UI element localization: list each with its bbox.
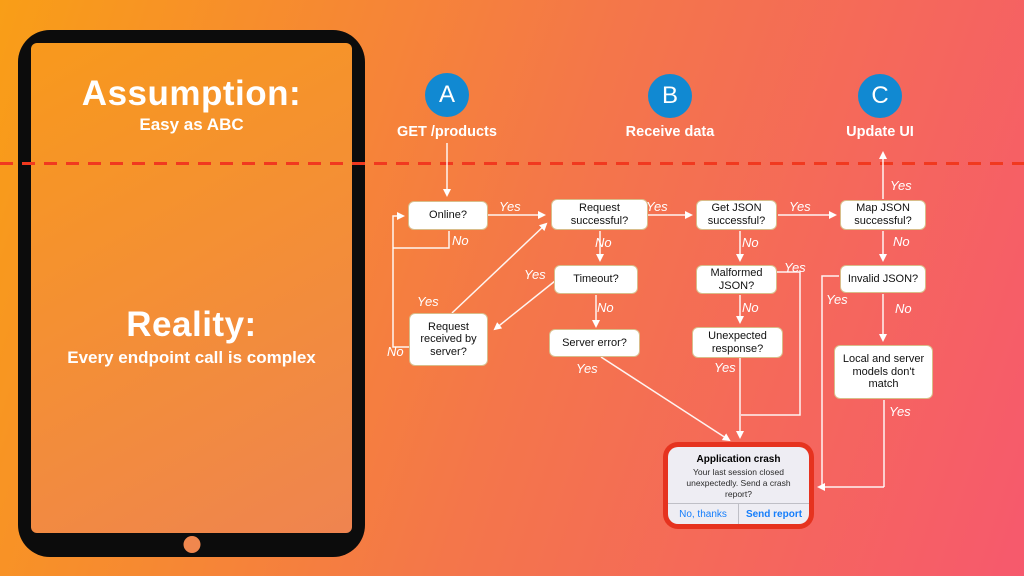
crash-dialog-title: Application crash [696, 454, 781, 465]
application-crash-dialog: Application crash Your last session clos… [663, 442, 814, 529]
node-server-error: Server error? [549, 329, 640, 357]
crash-dialog-body: Application crash Your last session clos… [668, 447, 809, 524]
edge-label-malformed-yes: Yes [784, 260, 806, 275]
edge-label-server-yes: Yes [576, 361, 598, 376]
edge-label-getjson-no: No [742, 235, 759, 250]
step-letter-a: A [438, 81, 455, 108]
edge-label-getjson-yes: Yes [789, 199, 811, 214]
reality-title: Reality: [126, 305, 257, 344]
tablet-screen: Assumption: Easy as ABC Reality: Every e… [31, 43, 352, 533]
edge-label-timeout-no: No [597, 300, 614, 315]
node-malformed-json: Malformed JSON? [696, 265, 777, 294]
node-invalid-json: Invalid JSON? [840, 265, 926, 293]
edge-label-received-no: No [387, 344, 404, 359]
edge-label-online-no: No [452, 233, 469, 248]
edge-label-request-no: No [595, 235, 612, 250]
step-label-receive-data: Receive data [625, 124, 715, 140]
node-request-received: Request received by server? [409, 313, 488, 366]
node-timeout: Timeout? [554, 265, 638, 294]
assumption-subtitle: Easy as ABC [139, 115, 244, 134]
edge-label-request-yes: Yes [646, 199, 668, 214]
node-online: Online? [408, 201, 488, 230]
edge-label-mapjson-no: No [893, 234, 910, 249]
edge-label-received-yes: Yes [417, 294, 439, 309]
crash-dialog-button-row: No, thanks Send report [668, 503, 809, 524]
send-report-button[interactable]: Send report [739, 504, 809, 524]
node-models-mismatch: Local and server models don't match [834, 345, 933, 399]
assumption-reality-divider [0, 162, 1024, 165]
step-label-get-products: GET /products [397, 124, 497, 140]
assumption-title: Assumption: [81, 74, 302, 113]
edge-label-unexpected-yes: Yes [714, 360, 736, 375]
node-map-json: Map JSON successful? [840, 200, 926, 230]
step-circle-b: B [648, 74, 692, 118]
edge-label-invalid-yes: Yes [826, 292, 848, 307]
edge-label-invalid-no: No [895, 301, 912, 316]
button-divider [738, 504, 739, 524]
step-circle-a: A [425, 73, 469, 117]
edge-label-mapjson-yes: Yes [890, 178, 912, 193]
step-circle-c: C [858, 74, 902, 118]
node-get-json: Get JSON successful? [696, 200, 777, 230]
no-thanks-button[interactable]: No, thanks [668, 504, 738, 524]
crash-dialog-message: Your last session closed unexpectedly. S… [686, 467, 791, 500]
reality-subtitle: Every endpoint call is complex [67, 348, 316, 367]
edge-label-models-yes: Yes [889, 404, 911, 419]
tablet-frame: Assumption: Easy as ABC Reality: Every e… [18, 30, 365, 557]
node-request-successful: Request successful? [551, 199, 648, 230]
node-unexpected-response: Unexpected response? [692, 327, 783, 358]
edge-label-timeout-yes: Yes [524, 267, 546, 282]
step-letter-c: C [871, 82, 889, 109]
step-letter-b: B [661, 82, 678, 109]
edge-label-online-yes: Yes [499, 199, 521, 214]
step-label-update-ui: Update UI [846, 124, 914, 140]
edge-label-malformed-no: No [742, 300, 759, 315]
home-button-icon [183, 536, 200, 553]
